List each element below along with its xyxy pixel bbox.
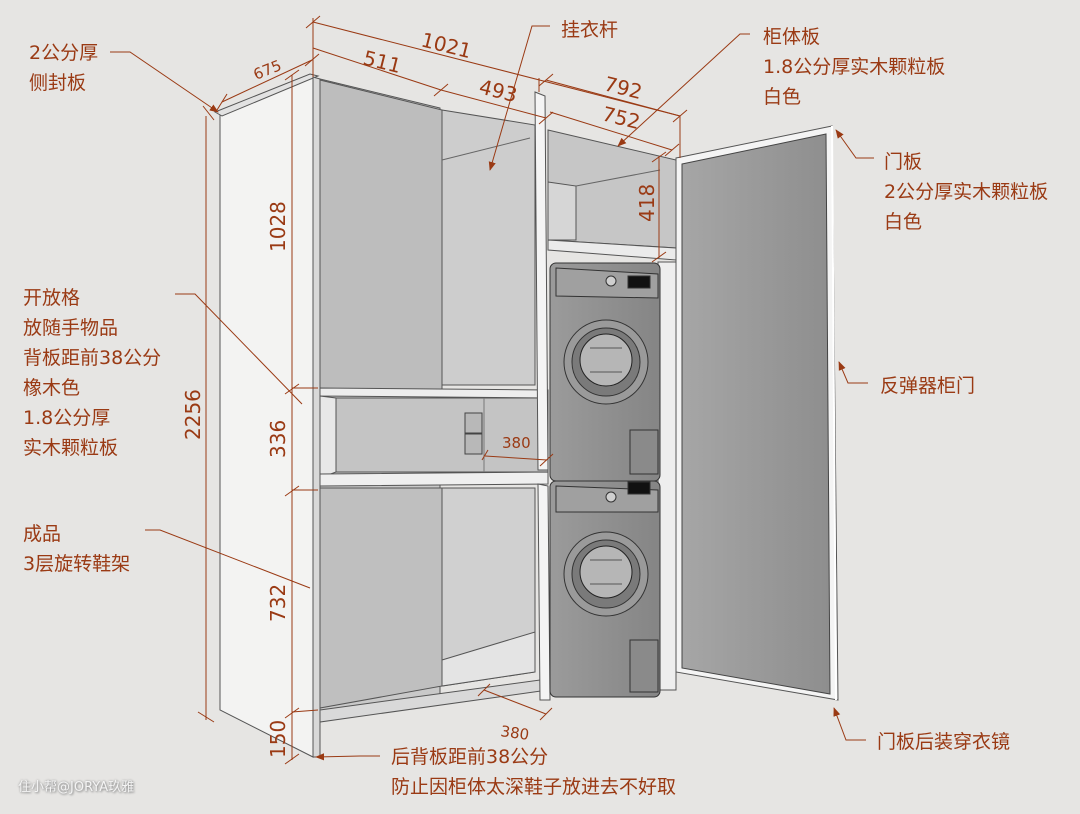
dimension-lines (197, 15, 688, 765)
upper-left-door (319, 79, 443, 391)
dryer-display (627, 275, 651, 289)
upper-divider-panel (534, 91, 549, 471)
note-line: 放随手物品 (23, 317, 119, 339)
note-carcass: 柜体板 1.8公分厚实木颗粒板 白色 (763, 22, 945, 112)
dim-380-shelf: 380 (502, 434, 531, 452)
left-panel-edge (312, 76, 321, 758)
note-side-panel: 2公分厚 侧封板 (29, 38, 98, 98)
note-line: 白色 (763, 86, 802, 108)
note-line: 反弹器柜门 (880, 375, 976, 397)
washer-filter-cover (629, 639, 659, 693)
dim-336: 336 (266, 420, 290, 458)
dryer-drum (579, 333, 633, 387)
dryer-filter-cover (629, 429, 659, 475)
leader-open-shelf (175, 293, 303, 405)
note-line: 1.8公分厚 (23, 407, 111, 429)
watermark: 住小帮@JORYA玖雅 (18, 780, 135, 795)
right-section-wall (657, 261, 677, 691)
lower-divider-panel (537, 483, 551, 701)
note-line: 开放格 (23, 287, 81, 309)
note-mirror: 门板后装穿衣镜 (877, 727, 1010, 757)
note-line: 白色 (884, 211, 923, 233)
dim-2256: 2256 (181, 389, 205, 440)
leader-carcass (617, 33, 750, 147)
dim-line-1021 (312, 21, 681, 117)
dryer-machine (549, 262, 661, 482)
leader-mirror (833, 707, 866, 741)
right-door (675, 125, 839, 701)
shoe-cabinet-floor (441, 631, 536, 687)
note-line: 门板后装穿衣镜 (877, 731, 1011, 753)
note-line: 2公分厚实木颗粒板 (884, 181, 1049, 203)
note-line: 实木颗粒板 (23, 437, 119, 459)
note-shoe-rack: 成品 3层旋转鞋架 (23, 519, 130, 579)
washing-machine (549, 480, 661, 698)
upper-middle-interior (441, 109, 536, 386)
open-shelf-top-board (319, 387, 549, 399)
note-line: 橡木色 (23, 377, 81, 399)
note-push-door: 反弹器柜门 (880, 371, 975, 401)
note-door-panel: 门板 2公分厚实木颗粒板 白色 (884, 147, 1048, 237)
washer-dryer-stack (549, 262, 661, 698)
leader-lines (110, 25, 874, 761)
dim-line-511 (312, 47, 442, 91)
cabinet-body (213, 73, 677, 758)
leader-push-door (838, 361, 868, 384)
dim-418: 418 (635, 184, 659, 222)
dim-675: 675 (251, 56, 284, 83)
note-hanging-rod: 挂衣杆 (561, 15, 618, 45)
note-line: 柜体板 (763, 26, 821, 48)
note-line: 挂衣杆 (561, 19, 619, 41)
power-socket (464, 412, 483, 455)
leader-door-panel (835, 129, 874, 159)
note-back-panel: 后背板距前38公分 防止因柜体太深鞋子放进去不好取 (391, 742, 676, 802)
dim-792: 792 (602, 72, 645, 105)
lower-left-door (319, 487, 443, 709)
dim-line-380-shelf (484, 455, 548, 461)
right-top-inner-wall (547, 181, 577, 241)
dim-511: 511 (361, 46, 404, 79)
note-line: 背板距前38公分 (23, 347, 162, 369)
washer-drum (579, 545, 633, 599)
dim-1028: 1028 (266, 201, 290, 252)
dim-1021: 1021 (419, 28, 474, 64)
note-line: 后背板距前38公分 (391, 746, 549, 768)
note-line: 成品 (23, 523, 62, 545)
note-line: 1.8公分厚实木颗粒板 (763, 56, 946, 78)
dim-line-752 (549, 111, 673, 151)
dim-150: 150 (266, 720, 290, 758)
washer-display (627, 481, 651, 495)
dim-732: 732 (266, 584, 290, 622)
dim-380-shoe: 380 (499, 722, 530, 744)
dryer-knob (605, 275, 617, 287)
leader-back-panel (315, 753, 380, 761)
left-side-panel (219, 76, 314, 758)
dim-line-675 (221, 59, 313, 103)
right-door-panel (681, 133, 831, 695)
note-line: 防止因柜体太深鞋子放进去不好取 (391, 776, 677, 798)
leader-hanging-rod (488, 25, 550, 171)
dim-line-380-shoe (483, 689, 547, 715)
open-shelf-bottom-board (319, 471, 549, 487)
washer-knob (605, 491, 617, 503)
note-line: 侧封板 (29, 72, 87, 94)
note-open-shelf: 开放格 放随手物品 背板距前38公分 橡木色 1.8公分厚 实木颗粒板 (23, 283, 161, 463)
dim-line-493 (440, 89, 547, 119)
note-line: 2公分厚 (29, 42, 99, 64)
open-shelf-left-wall (319, 395, 337, 479)
note-line: 3层旋转鞋架 (23, 553, 131, 575)
dimension-labels: 1021 511 493 792 752 675 2256 1028 336 7… (181, 28, 659, 758)
note-line: 门板 (884, 151, 923, 173)
leader-shoe-rack (145, 529, 311, 589)
leader-side-panel (110, 51, 219, 113)
